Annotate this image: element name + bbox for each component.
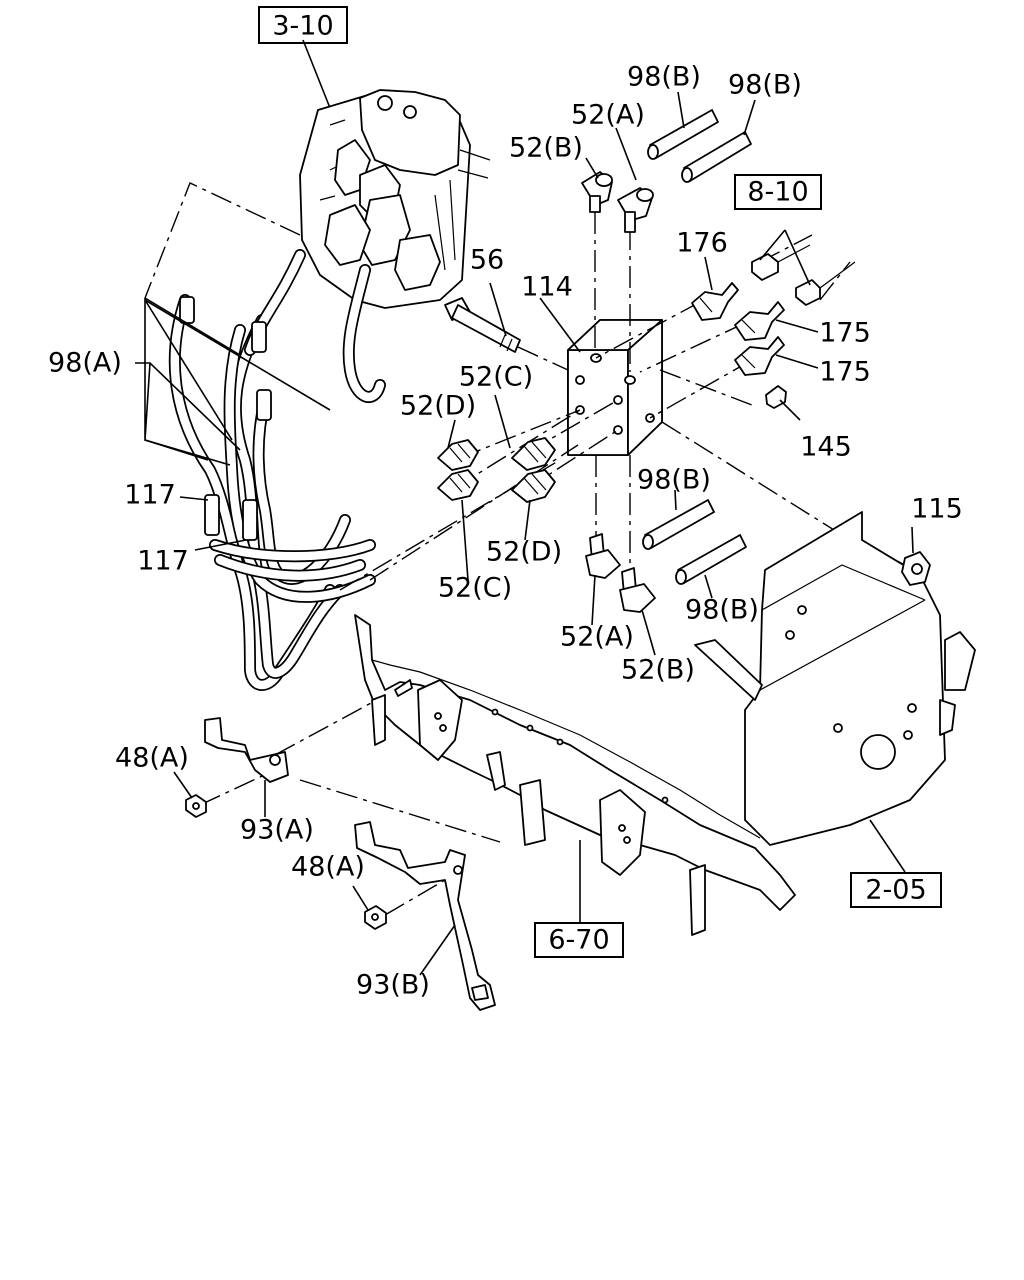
ref-box-2-05[interactable]: 2-05 <box>850 872 942 908</box>
callout-52c-upper[interactable]: 52(C) <box>459 362 533 393</box>
leader-lines <box>135 91 914 911</box>
callout-98a[interactable]: 98(A) <box>48 348 122 379</box>
fitting-52c-lower[interactable] <box>437 469 479 501</box>
callout-176[interactable]: 176 <box>676 228 728 259</box>
side-panel-2-05 <box>694 511 976 873</box>
fitting-52d-upper[interactable] <box>437 439 479 471</box>
callout-52b-top[interactable]: 52(B) <box>509 133 583 164</box>
callout-48a-lower[interactable]: 48(A) <box>291 852 365 883</box>
callout-117-lower[interactable]: 117 <box>137 546 189 577</box>
ref-label-8-10: 8-10 <box>747 177 808 208</box>
ref-box-3-10[interactable]: 3-10 <box>258 6 348 44</box>
callout-48a-upper[interactable]: 48(A) <box>115 743 189 774</box>
elbow-fitting-52a-lower[interactable] <box>585 533 621 579</box>
elbow-fitting-52b-lower[interactable] <box>619 567 656 613</box>
callout-98b-top-right[interactable]: 98(B) <box>728 70 802 101</box>
connectors-8-10 <box>751 244 856 306</box>
callout-93a[interactable]: 93(A) <box>240 815 314 846</box>
callout-117-upper[interactable]: 117 <box>124 480 176 511</box>
elbow-fitting-52b-top[interactable] <box>581 171 613 213</box>
brake-pipe-bundle <box>168 249 376 691</box>
callout-56[interactable]: 56 <box>470 245 504 276</box>
ref-label-3-10: 3-10 <box>272 11 333 42</box>
callout-52c-lower[interactable]: 52(C) <box>438 573 512 604</box>
fitting-52d-lower[interactable] <box>511 469 556 503</box>
callout-145[interactable]: 145 <box>800 432 852 463</box>
callout-52d-upper[interactable]: 52(D) <box>400 391 476 422</box>
callout-175-lower[interactable]: 175 <box>819 357 871 388</box>
ref-box-6-70[interactable]: 6-70 <box>534 922 624 958</box>
callout-52b-lower[interactable]: 52(B) <box>621 655 695 686</box>
callout-98b-mid[interactable]: 98(B) <box>637 465 711 496</box>
switch-175-upper[interactable] <box>734 301 785 341</box>
hose-98b-mid[interactable] <box>642 499 715 550</box>
elbow-fitting-52a-top[interactable] <box>617 187 654 233</box>
ref-box-8-10[interactable]: 8-10 <box>734 174 822 210</box>
hose-98b-lower[interactable] <box>675 534 747 585</box>
nut-48a-lower[interactable] <box>364 905 387 930</box>
ref-label-2-05: 2-05 <box>865 875 926 906</box>
callout-175-upper[interactable]: 175 <box>819 318 871 349</box>
fitting-52c-upper[interactable] <box>511 437 556 471</box>
frame-crossmember-6-70 <box>354 614 796 936</box>
ref-label-6-70: 6-70 <box>548 925 609 956</box>
clip-93a[interactable] <box>204 717 289 817</box>
callout-115[interactable]: 115 <box>911 494 963 525</box>
clip-93b[interactable] <box>354 821 496 1011</box>
plug-145[interactable] <box>765 385 787 409</box>
callout-52d-lower[interactable]: 52(D) <box>486 537 562 568</box>
hose-98b-top-right[interactable] <box>681 131 752 183</box>
pedal-bracket-assembly <box>299 39 491 403</box>
callout-52a-top[interactable]: 52(A) <box>571 100 645 131</box>
switch-175-lower[interactable] <box>734 336 785 376</box>
callout-114[interactable]: 114 <box>521 272 573 303</box>
nut-48a-upper[interactable] <box>185 794 207 818</box>
switch-176[interactable] <box>691 282 739 321</box>
hose-98b-top-left[interactable] <box>647 109 719 160</box>
callout-98b-top-left[interactable]: 98(B) <box>627 62 701 93</box>
bolt-56[interactable] <box>444 297 521 353</box>
callout-52a-lower[interactable]: 52(A) <box>560 622 634 653</box>
callout-93b[interactable]: 93(B) <box>356 970 430 1001</box>
junction-block-114[interactable] <box>567 319 663 456</box>
callout-98b-lower[interactable]: 98(B) <box>685 595 759 626</box>
